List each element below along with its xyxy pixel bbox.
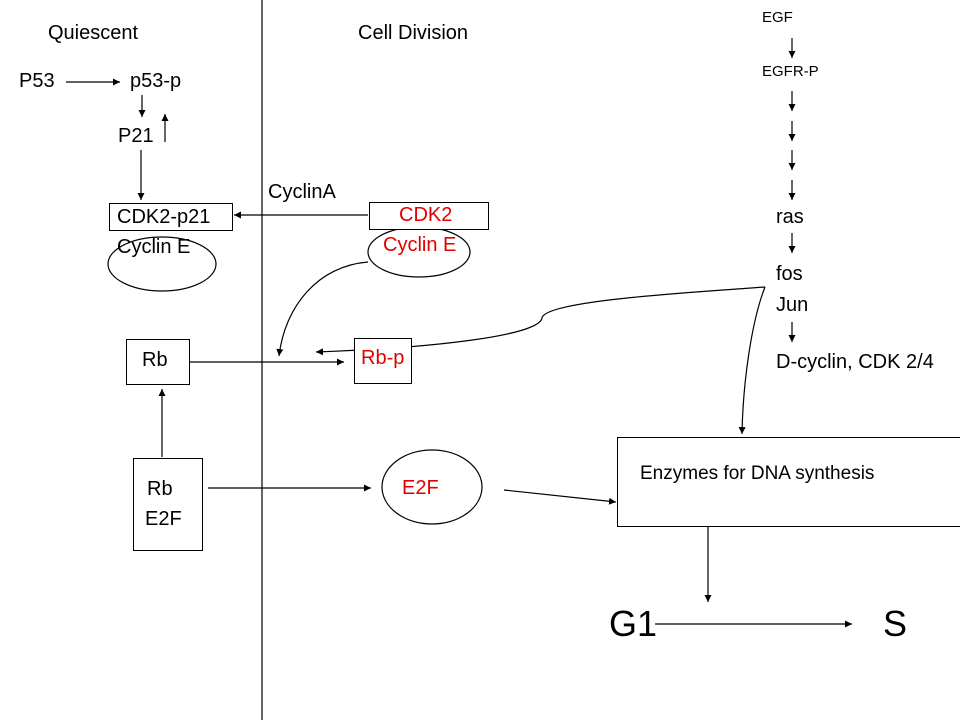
enzymes-box: [617, 437, 960, 527]
rb-e2f-e2f-label: E2F: [145, 508, 182, 530]
arrow-cyclin-e-to-rb: [276, 261, 369, 357]
rb-p-box: [354, 338, 412, 384]
cyclin-a-label: CyclinA: [268, 181, 336, 203]
rb-e2f-box: [133, 458, 203, 551]
cdk2-p21-label: CDK2-p21: [117, 206, 211, 228]
cyclin-e-left-ellipse: [107, 236, 217, 292]
cell-division-label: Cell Division: [358, 22, 469, 44]
e2f-ellipse: [381, 449, 483, 525]
cdk2-box: [369, 202, 489, 230]
d-cyclin-label: D-cyclin, CDK 2/4: [776, 351, 934, 373]
e2f-label: E2F: [402, 477, 439, 499]
arrow-e2f-to-enzymes: [503, 489, 617, 505]
g1-label: G1: [609, 603, 658, 644]
arrow-fos-to-enzymes: [738, 286, 766, 435]
cdk2-label: CDK2: [399, 204, 453, 226]
cdk2-p21-box: [109, 203, 233, 231]
quiescent-label: Quiescent: [48, 22, 139, 44]
rb-label: Rb: [142, 349, 168, 371]
cyclin-e-right-label: Cyclin E: [383, 234, 457, 256]
egfr-p-label: EGFR-P: [762, 63, 819, 80]
p53-p-label: p53-p: [130, 70, 182, 92]
rb-e2f-rb-label: Rb: [147, 478, 173, 500]
cyclin-e-left-label: Cyclin E: [117, 236, 191, 258]
fos-label: fos: [776, 263, 803, 285]
rb-box: [126, 339, 190, 385]
rb-p-label: Rb-p: [361, 347, 405, 369]
p21-label: P21: [118, 125, 154, 147]
enzymes-label: Enzymes for DNA synthesis: [640, 463, 875, 484]
jun-label: Jun: [776, 294, 809, 316]
p53-label: P53: [19, 70, 55, 92]
ras-label: ras: [776, 206, 804, 228]
egf-label: EGF: [762, 9, 793, 26]
arrow-fos-to-rbp: [315, 286, 766, 356]
s-label: S: [883, 603, 908, 644]
